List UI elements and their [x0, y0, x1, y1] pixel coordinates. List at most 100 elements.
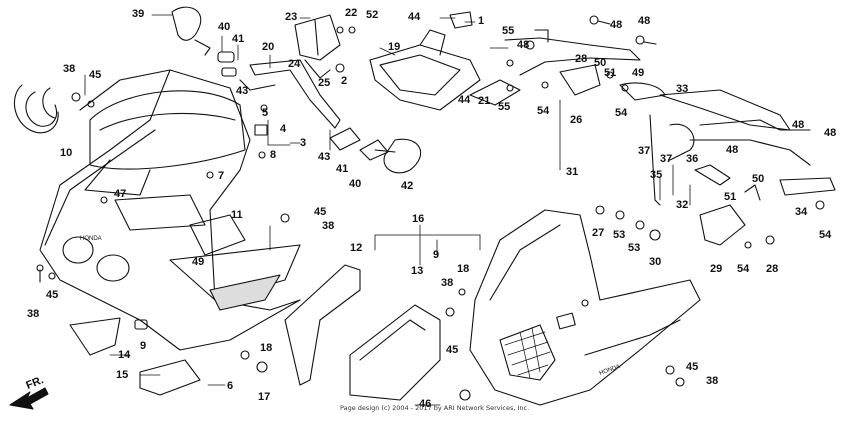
- misc-bolts: [100, 40, 661, 241]
- callout-50: 50: [752, 173, 765, 185]
- callout-31: 31: [566, 166, 579, 178]
- svg-text:HONDA: HONDA: [80, 236, 102, 242]
- mirror-39: [171, 6, 202, 41]
- callout-42: 42: [401, 180, 414, 192]
- callout-37: 37: [660, 153, 673, 165]
- callout-12: 12: [350, 242, 363, 254]
- callout-55: 55: [498, 101, 511, 113]
- callout-37: 37: [638, 145, 651, 157]
- callout-41: 41: [232, 33, 245, 45]
- leader-lines: [84, 14, 691, 406]
- callout-48: 48: [638, 15, 651, 27]
- windscreen: [89, 90, 246, 170]
- callout-38: 38: [27, 308, 40, 320]
- callout-44: 44: [458, 94, 471, 106]
- callout-47: 47: [114, 188, 127, 200]
- callout-21: 21: [478, 95, 491, 107]
- callout-45: 45: [89, 69, 102, 81]
- callout-54: 54: [819, 229, 832, 241]
- callout-40: 40: [349, 178, 362, 190]
- callout-13: 13: [411, 265, 424, 277]
- callout-6: 6: [227, 380, 234, 392]
- callout-48: 48: [610, 19, 623, 31]
- callout-49: 49: [192, 256, 205, 268]
- callout-49: 49: [632, 67, 645, 79]
- right-stays: [649, 114, 836, 249]
- callout-28: 28: [766, 263, 779, 275]
- callout-20: 20: [262, 41, 275, 53]
- mirror-42: [383, 138, 422, 174]
- left-headlight: [62, 236, 94, 264]
- callout-48: 48: [517, 39, 530, 51]
- callout-22: 22: [345, 7, 358, 19]
- mirror-and-stays: [171, 6, 422, 174]
- callout-45: 45: [46, 289, 59, 301]
- callout-3: 3: [300, 137, 307, 149]
- left-small-parts: [13, 84, 95, 283]
- right-headlight: [96, 254, 130, 282]
- callout-55: 55: [502, 25, 515, 37]
- callout-2: 2: [341, 75, 348, 87]
- callout-33: 33: [676, 83, 689, 95]
- callout-30: 30: [649, 256, 662, 268]
- callout-9: 9: [140, 340, 147, 352]
- panel-12: [284, 264, 361, 386]
- callout-1: 1: [478, 15, 485, 27]
- callout-54: 54: [615, 107, 628, 119]
- callout-16: 16: [412, 213, 425, 225]
- callout-11: 11: [231, 209, 243, 221]
- callout-53: 53: [613, 229, 626, 241]
- callout-19: 19: [388, 41, 401, 53]
- callout-48: 48: [792, 119, 805, 131]
- upper-cowl-assembly: HONDA: [39, 69, 301, 351]
- callout-36: 36: [686, 153, 699, 165]
- callout-17: 17: [258, 391, 271, 403]
- callout-52: 52: [366, 9, 379, 21]
- callout-38: 38: [63, 63, 76, 75]
- callout-29: 29: [710, 263, 723, 275]
- callout-54: 54: [537, 105, 550, 117]
- upper-bracket-assembly: [294, 11, 791, 131]
- callout-14: 14: [118, 349, 131, 361]
- middle-panels: [284, 264, 466, 401]
- callout-38: 38: [706, 375, 719, 387]
- lower-left-parts: [69, 317, 685, 401]
- callout-34: 34: [795, 206, 808, 218]
- panel-13: [349, 304, 441, 401]
- callout-51: 51: [604, 67, 617, 79]
- callout-32: 32: [676, 199, 689, 211]
- mesh-grille: [499, 324, 556, 381]
- callout-39: 39: [132, 8, 145, 20]
- callout-45: 45: [446, 344, 459, 356]
- callout-44: 44: [408, 11, 421, 23]
- callout-28: 28: [575, 53, 588, 65]
- callout-38: 38: [441, 277, 454, 289]
- callout-7: 7: [218, 170, 225, 182]
- callout-10: 10: [60, 147, 73, 159]
- callout-8: 8: [270, 149, 277, 161]
- callout-45: 45: [686, 361, 699, 373]
- callout-48: 48: [726, 144, 739, 156]
- copyright-footer: Page design (c) 2004 - 2017 by ARI Netwo…: [340, 404, 530, 412]
- callout-41: 41: [336, 163, 349, 175]
- callout-53: 53: [628, 242, 641, 254]
- callout-25: 25: [318, 77, 331, 89]
- callout-43: 43: [236, 85, 249, 97]
- callout-51: 51: [724, 191, 737, 203]
- callout-24: 24: [288, 58, 301, 70]
- callout-26: 26: [570, 114, 583, 126]
- callout-48: 48: [824, 127, 837, 139]
- panel-14: [69, 317, 121, 356]
- callout-9: 9: [433, 249, 440, 261]
- callout-4: 4: [280, 123, 287, 135]
- air-duct: [169, 244, 301, 301]
- callout-18: 18: [260, 342, 273, 354]
- callout-40: 40: [218, 21, 231, 33]
- callout-5: 5: [262, 107, 269, 119]
- front-direction-arrow: [9, 387, 49, 410]
- callout-50: 50: [594, 57, 607, 69]
- callout-45: 45: [314, 206, 327, 218]
- panel-15: [139, 359, 201, 396]
- callout-18: 18: [457, 263, 470, 275]
